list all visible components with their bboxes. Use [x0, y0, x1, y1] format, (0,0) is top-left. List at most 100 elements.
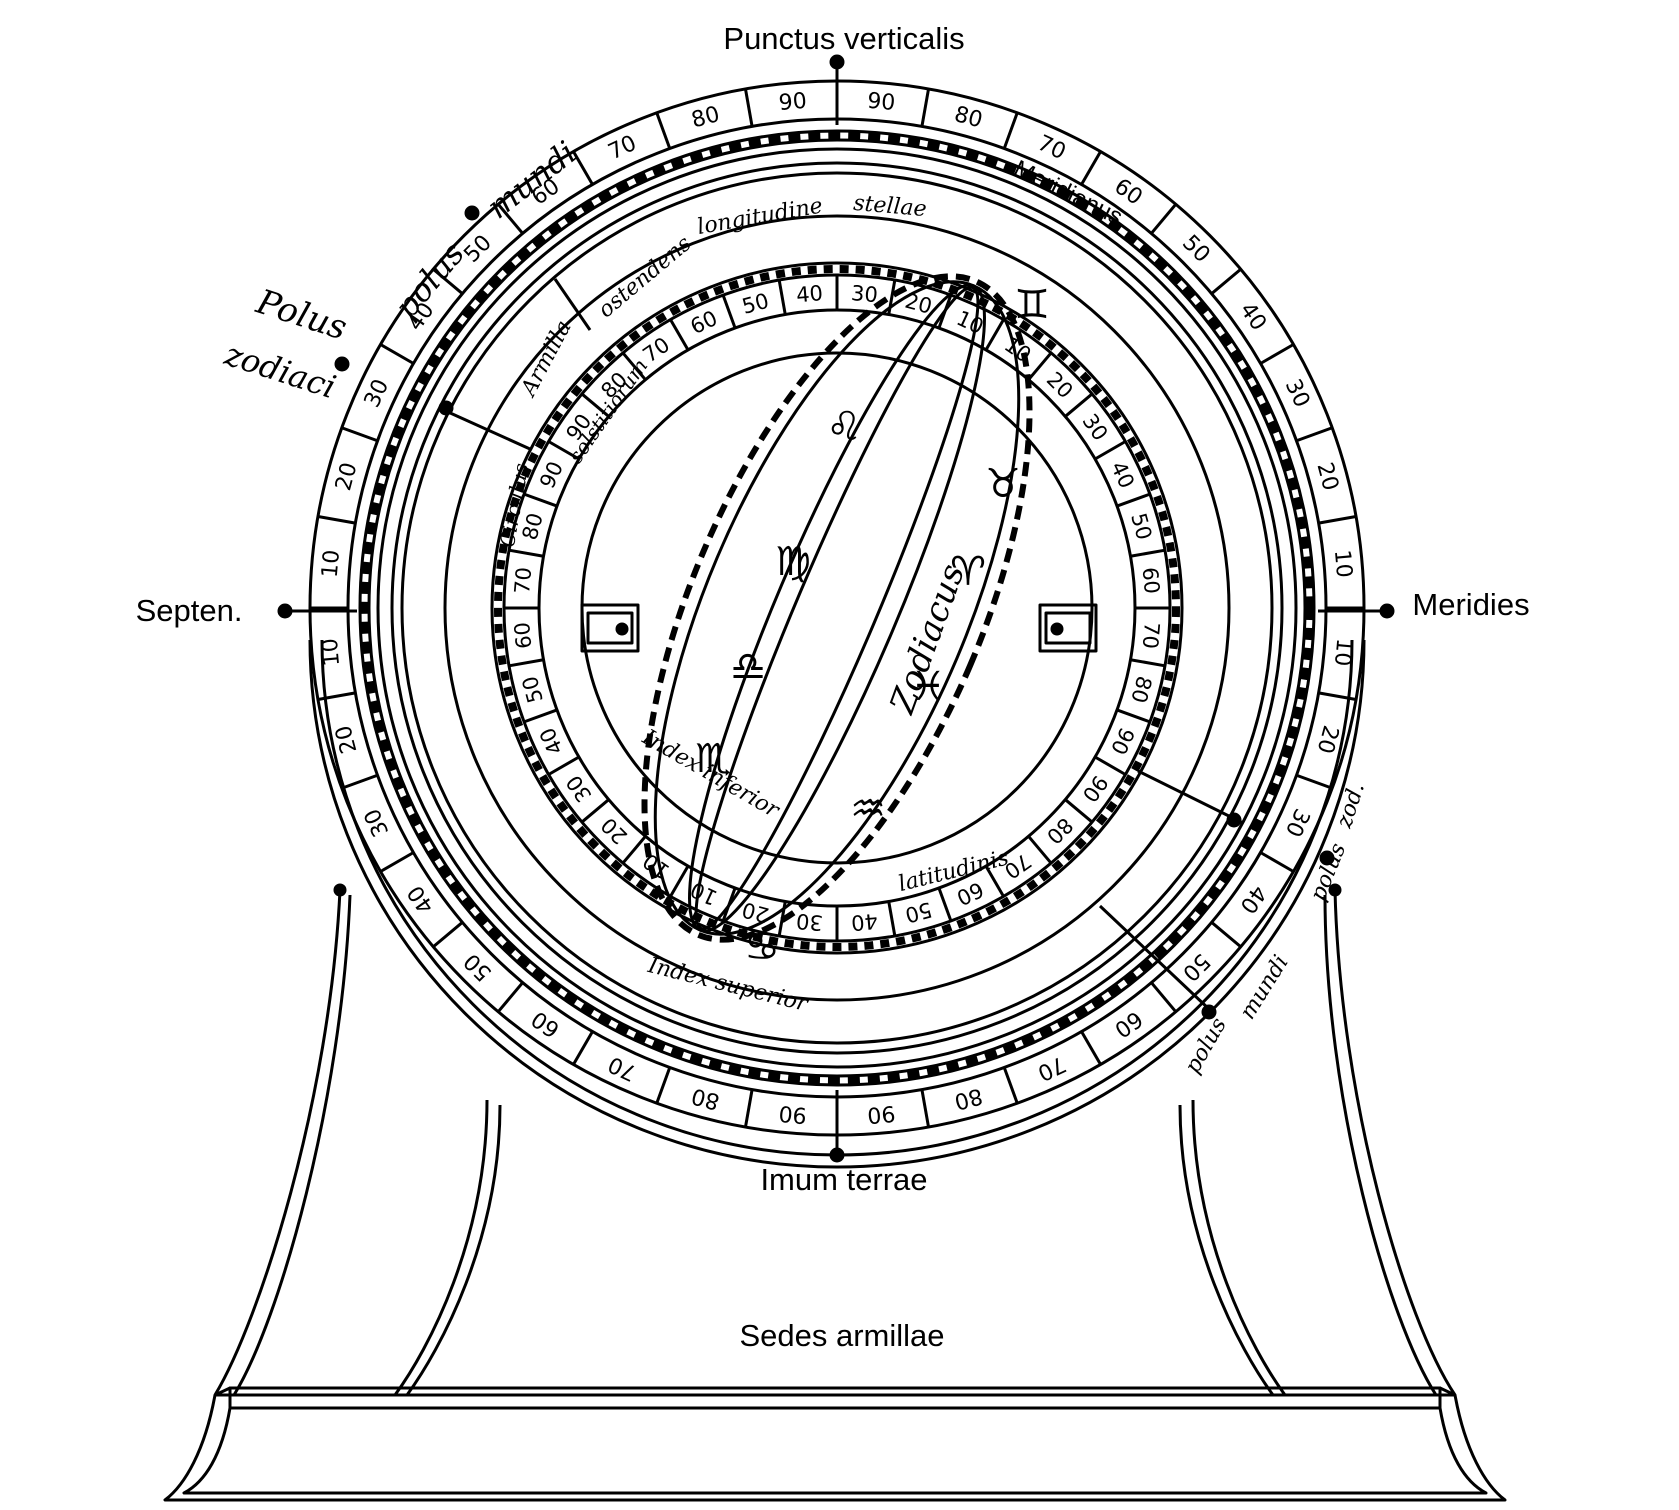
stand-left-arch-inner — [393, 1099, 489, 1396]
bottom-label: Imum terrae — [760, 1162, 927, 1197]
solstice-scale-number: 30 — [850, 281, 879, 307]
meridian-scale-number: 70 — [605, 131, 641, 165]
solstice-scale-divider — [523, 708, 558, 724]
solstice-scale-divider — [547, 755, 580, 776]
solstice-ring-outer — [490, 261, 1184, 955]
polus-mundi-dot — [464, 205, 480, 221]
solstice-scale-divider — [1116, 708, 1151, 724]
stand — [163, 883, 1507, 1502]
solstice-scale-number: 30 — [795, 909, 824, 935]
meridian-scale-number: 30 — [1280, 805, 1314, 841]
libra-glyph: ♎ — [730, 644, 766, 690]
solstice-scale-divider — [984, 865, 1005, 898]
meridian-scale-number: 20 — [1312, 460, 1343, 494]
meridian-scale-divider — [1150, 203, 1177, 235]
polus-mundi-low-label-2: mundi — [1235, 951, 1293, 1024]
pivot-boxes — [580, 603, 1098, 653]
solstice-scale-divider — [984, 318, 1005, 351]
solstice-scale-divider — [508, 548, 544, 558]
solstice-scale-divider — [1027, 351, 1053, 381]
meridian-scale-number: 80 — [689, 102, 723, 133]
meridian-scale-number: 30 — [360, 376, 394, 412]
meridian-scale-divider — [432, 268, 464, 295]
top-label: Punctus verticalis — [723, 21, 964, 56]
pivot-left-dot — [615, 622, 629, 636]
solstice-scale-divider — [669, 865, 690, 898]
solstice-scale-divider — [1064, 798, 1094, 824]
solstice-scale-divider — [1130, 548, 1166, 558]
solstice-scale-divider — [508, 658, 544, 668]
meridian-scale-number: 20 — [1312, 723, 1343, 757]
meridian-scale-divider — [744, 1089, 754, 1128]
meridian-scale-number: 10 — [1329, 637, 1356, 667]
solstice-scale-number: 40 — [850, 909, 879, 935]
meridian-scale-number: 30 — [360, 805, 394, 841]
longitude-armilla-outer-2 — [400, 171, 1274, 1045]
meridian-scale-divider — [655, 112, 672, 150]
meridian-scale-number: 10 — [318, 637, 345, 667]
meridian-scale-divider — [341, 773, 379, 790]
meridian-scale-divider — [1295, 426, 1333, 443]
meridianus-label: Meridianus — [1009, 155, 1126, 231]
pivot-box-left — [580, 603, 640, 653]
polus-zodiaci-dot — [334, 356, 350, 372]
meridian-scale-divider — [1259, 851, 1295, 873]
left-axis-dot — [277, 603, 293, 619]
aquarius-glyph: ♒ — [850, 786, 886, 832]
solstice-scale-divider — [621, 351, 647, 381]
aries-glyph: ♈ — [950, 549, 986, 595]
zodiac-ellipse-dashed — [641, 273, 1033, 943]
solstice-scale-divider — [1130, 658, 1166, 668]
solstice-ring-band — [502, 273, 1172, 943]
meridian-scale-divider — [1080, 1030, 1102, 1066]
index-dot — [1226, 812, 1242, 828]
cancer-glyph: ♋ — [744, 924, 780, 970]
longitude-armilla-outer — [390, 161, 1284, 1055]
meridian-scale-number: 90 — [866, 1100, 896, 1127]
meridian-scale-number: 70 — [1034, 1051, 1070, 1085]
meridian-scale-number: 90 — [778, 89, 808, 116]
solstice-scale-divider — [937, 887, 953, 922]
armilla-label: Armilla — [516, 316, 577, 401]
meridian-scale-divider — [1318, 691, 1357, 701]
leo-glyph: ♌ — [826, 404, 862, 450]
pivot-box-left-inner — [586, 611, 634, 645]
solstice-scale-divider — [887, 901, 897, 937]
stand-left-leg-inner — [232, 894, 352, 1396]
polus-mundi-low-label-1: polus — [1180, 1014, 1232, 1078]
polus-zodiaci-label-2: zodiaci — [219, 334, 340, 406]
meridian-scale-number: 10 — [1329, 549, 1356, 579]
polus-mundi-low-dot — [1201, 1004, 1217, 1020]
solstice-scale-number: 50 — [739, 289, 771, 319]
stand-base-inner — [182, 1407, 1488, 1495]
solstice-scale-divider — [1116, 492, 1151, 508]
solstice-scale-divider — [1094, 755, 1127, 776]
solstice-scale-number: 50 — [1126, 510, 1156, 542]
main-labels: Punctus verticalis Imum terrae Septen. M… — [136, 21, 1530, 1353]
polus-zodiaci-label-1: Polus — [251, 282, 352, 349]
meridian-scale-number: 20 — [331, 460, 362, 494]
meridian-scale-number: 80 — [952, 1083, 986, 1114]
stand-pivot-left — [333, 883, 347, 897]
solstice-scale-number: 70 — [1138, 621, 1164, 650]
solstice-scale-divider — [621, 835, 647, 865]
circulus-dot — [438, 400, 454, 416]
meridian-scale-divider — [572, 150, 594, 186]
solstice-scale-number: 50 — [518, 674, 548, 706]
armilla-label-2: ostendens — [594, 231, 697, 323]
index-superior-label: Index superior — [645, 953, 812, 1017]
bottom-axis-dot — [829, 1147, 845, 1163]
meridian-checker-band — [359, 130, 1315, 1086]
index-inferior-line — [1137, 769, 1244, 825]
meridian-scale-divider — [379, 851, 415, 873]
meridian-scale-dividers — [310, 81, 1364, 1135]
solstice-scale-divider — [777, 279, 787, 315]
index-superior-line — [1098, 904, 1212, 1012]
meridian-scale-number: 30 — [1280, 376, 1314, 412]
solstice-scale-number: 40 — [795, 281, 824, 307]
meridian-ring-outer — [308, 79, 1366, 1137]
polus-zod-low-dot — [1319, 850, 1335, 866]
right-label: Meridies — [1412, 587, 1529, 622]
